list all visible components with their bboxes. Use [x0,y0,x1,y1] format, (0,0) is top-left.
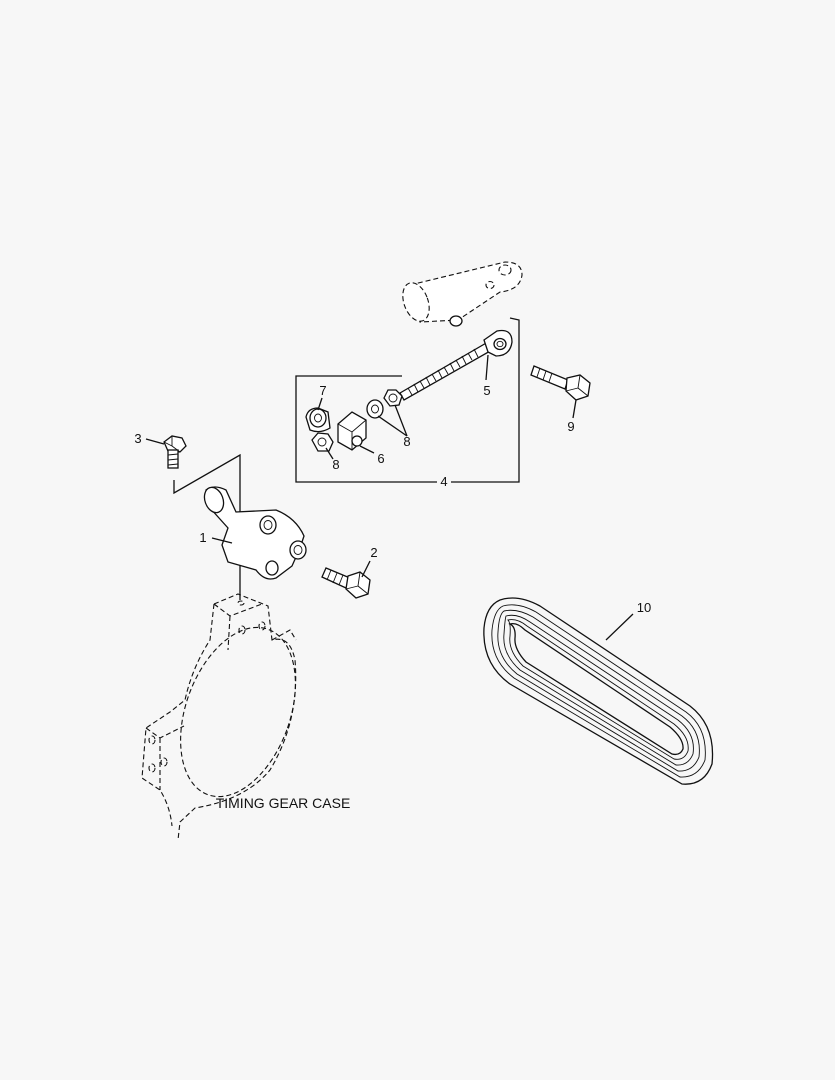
nut-8-lower [311,432,334,452]
adjusting-rod [399,329,513,401]
timing-gear-case-caption: TIMING GEAR CASE [216,795,351,811]
callout-1: 1 [199,530,206,545]
kit-4-bracket [295,317,520,483]
callout-leaders [145,354,634,641]
v-belt-10 [483,597,714,785]
nut-washer-set-8 [366,389,403,419]
callout-6: 6 [377,451,384,466]
callout-9: 9 [567,419,574,434]
callout-7: 7 [319,383,326,398]
callout-8-upper: 8 [403,434,410,449]
callout-4-gap [437,475,451,488]
trunnion-block-6 [337,411,367,451]
callout-8-lower: 8 [332,457,339,472]
callout-5: 5 [483,383,490,398]
bolt-9 [530,365,591,401]
callout-labels: 3 1 2 5 7 8 6 8 9 4 10 [134,383,651,615]
timing-gear-case [141,593,297,841]
alternator-mount-phantom [402,261,523,327]
bolt-2 [321,567,371,599]
callout-4-label: 4 [440,474,447,489]
callout-3: 3 [134,431,141,446]
support-bracket-1 [203,486,307,580]
callout-10: 10 [637,600,651,615]
spacer-7 [305,407,331,433]
bolt-3 [163,435,187,469]
callout-2: 2 [370,545,377,560]
